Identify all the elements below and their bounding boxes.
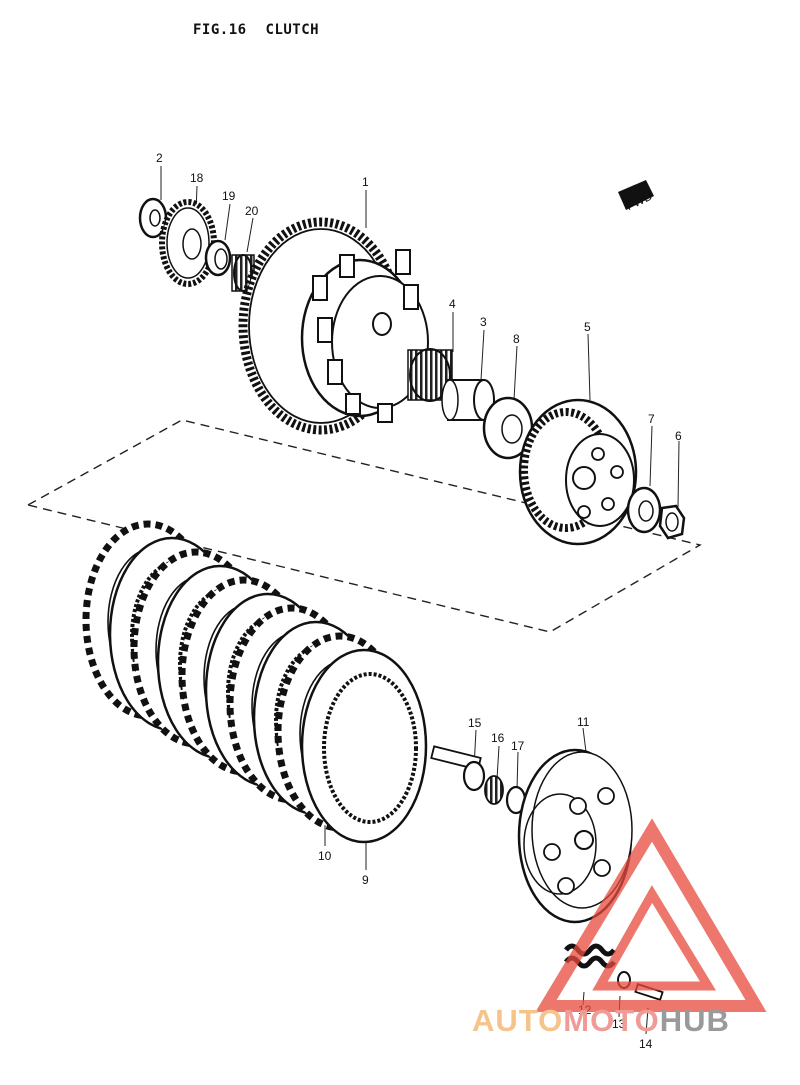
callout-5: 5 [584,320,591,334]
clutch-sleeve-hub-5 [518,398,638,546]
callout-16: 16 [491,731,505,745]
forward-direction-tag: FWD [618,180,655,213]
figure-title: FIG.16 CLUTCH [193,22,329,38]
leader-lines [160,166,680,1035]
thrust-washer-2 [138,197,168,239]
callout-2: 2 [156,151,163,165]
push-rod-assembly [430,745,527,815]
callout-4: 4 [449,297,456,311]
figure-number: FIG.16 [193,22,247,38]
spacer-19 [204,239,232,277]
callout-1: 1 [362,175,369,189]
callout-10: 10 [318,849,332,863]
callout-20: 20 [245,204,259,218]
callout-19: 19 [222,189,236,203]
plate-inner-ring [322,672,418,824]
callout-15: 15 [468,716,482,730]
watermark-part-moto: MOTO [563,1003,660,1038]
watermark-part-hub: HUB [659,1003,730,1038]
callout-3: 3 [480,315,487,329]
callout-14: 14 [639,1037,653,1051]
nut-6 [658,504,686,540]
callout-7: 7 [648,412,655,426]
callout-17: 17 [511,739,525,753]
watermark-part-auto: AUTO [472,1003,564,1038]
figure-name: CLUTCH [265,22,320,38]
assembly-boundary [27,419,702,633]
callout-9: 9 [362,873,369,887]
callout-13: 13 [612,1017,626,1031]
watermark-triangle-icon [535,818,767,1012]
lock-washer-7 [626,486,662,534]
clutch-plate-stack [82,520,428,844]
pressure-plate-11 [517,748,633,924]
callout-18: 18 [190,171,204,185]
watermark-logo: AUTOMOTOHUB [472,1003,730,1039]
clutch-housing-1 [238,217,429,435]
callout-11: 11 [577,715,590,729]
sleeve-hub-3 [441,379,495,421]
drive-gear-18 [159,199,217,287]
callout-8: 8 [513,332,520,346]
callout-6: 6 [675,429,682,443]
